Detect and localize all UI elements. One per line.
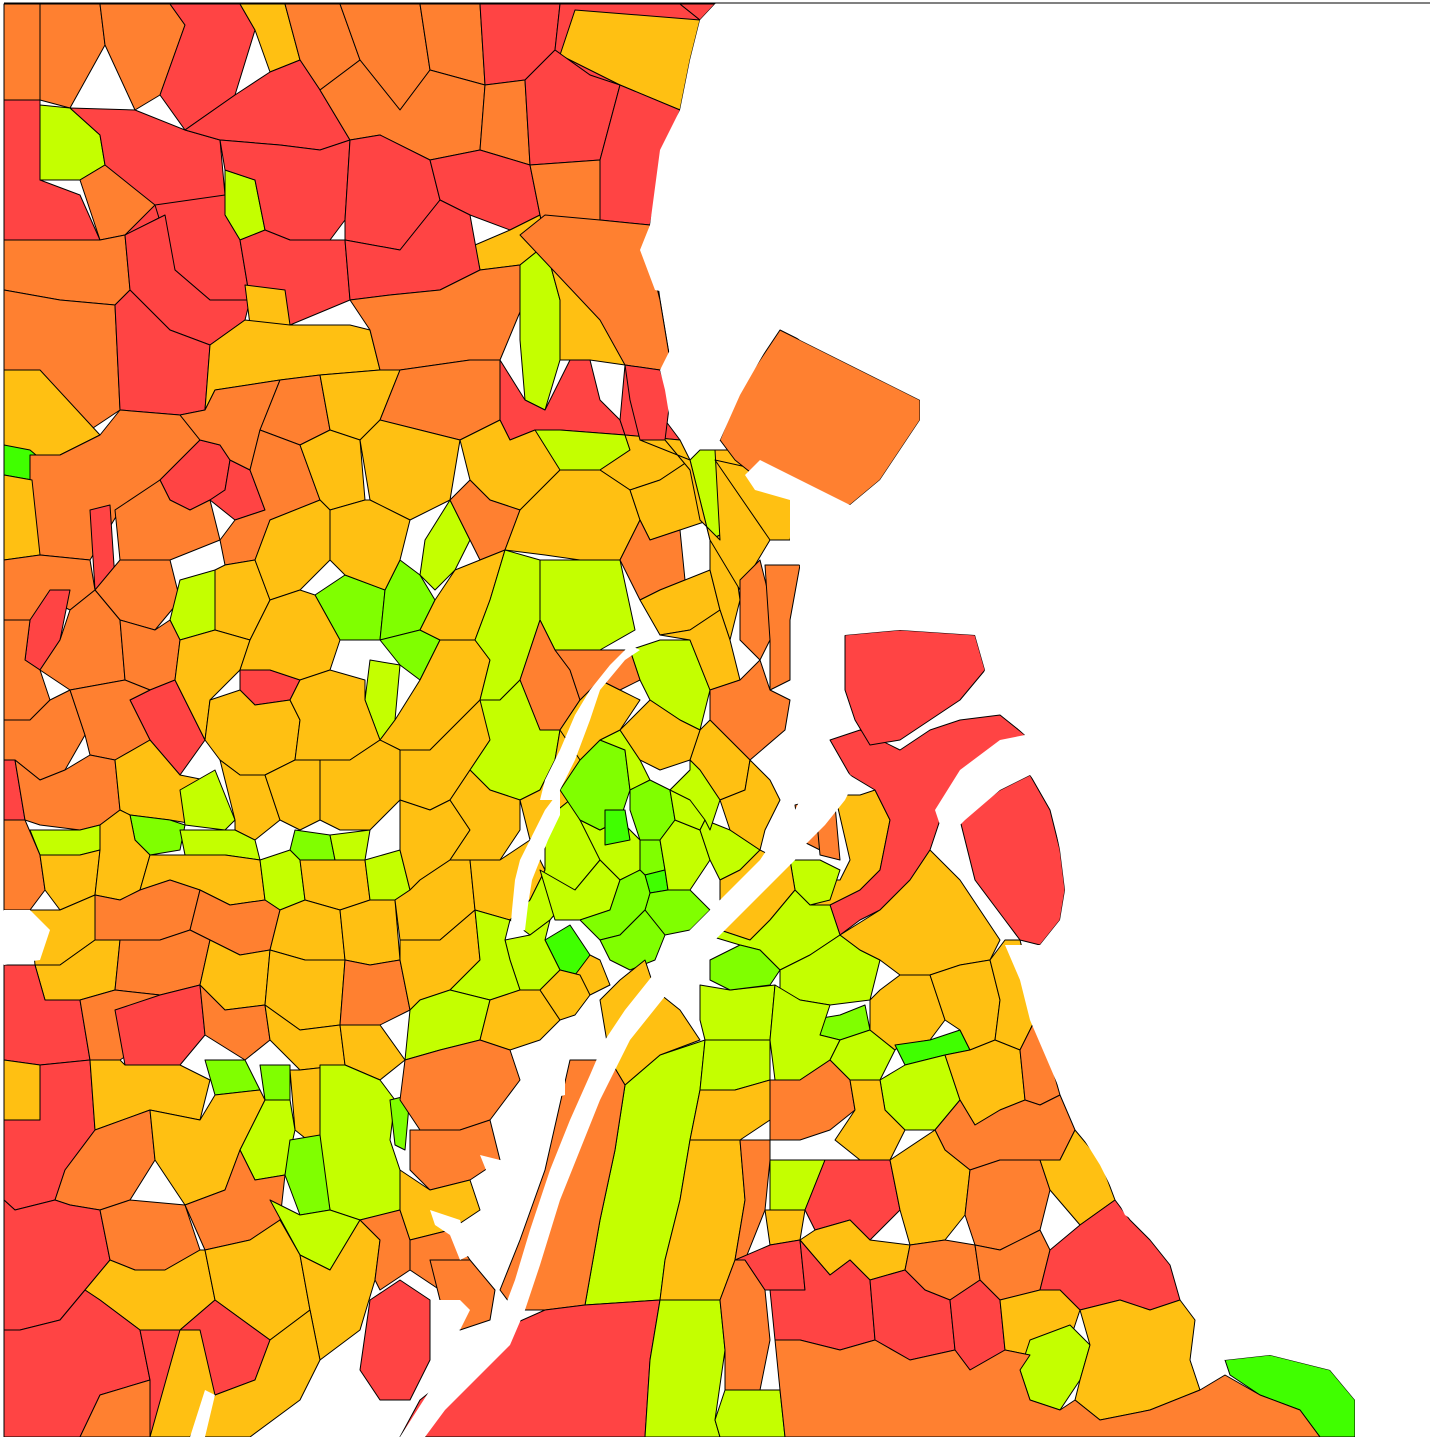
district: [79, 164, 156, 241]
district: [339, 1024, 406, 1081]
basin: [480, 1150, 545, 1195]
district: [409, 1119, 501, 1191]
inlet: [190, 1390, 215, 1437]
district: [359, 1279, 431, 1401]
district: [644, 1299, 726, 1437]
district: [604, 809, 631, 846]
district: [719, 759, 781, 851]
district: [764, 564, 801, 691]
district: [179, 769, 236, 831]
district: [204, 1059, 261, 1096]
canal: [510, 790, 560, 935]
district: [539, 969, 591, 1021]
district: [169, 569, 216, 641]
canal: [540, 645, 640, 800]
basin: [540, 1080, 565, 1100]
district: [289, 829, 336, 861]
district: [39, 3, 106, 109]
district: [599, 909, 666, 971]
district: [119, 619, 181, 691]
district: [244, 284, 291, 326]
district: [3, 1059, 41, 1121]
district: [329, 499, 411, 591]
district: [114, 929, 211, 996]
district: [449, 769, 521, 861]
district: [519, 214, 671, 371]
basin: [430, 1210, 470, 1260]
district: [349, 264, 526, 371]
harbour-channel: [400, 760, 855, 1437]
district: [329, 829, 371, 861]
district: [79, 1379, 151, 1437]
basin: [435, 1300, 470, 1330]
land-districts: [3, 3, 1356, 1437]
district: [399, 1039, 521, 1131]
district: [499, 359, 626, 441]
district: [709, 944, 781, 991]
district: [869, 974, 946, 1051]
district: [339, 899, 401, 966]
district: [339, 959, 411, 1026]
district: [659, 609, 741, 691]
district: [189, 1309, 321, 1437]
district: [769, 1059, 856, 1141]
district: [239, 589, 341, 681]
water-bodies: [4, 4, 1430, 1437]
sea: [640, 4, 1430, 1437]
district: [219, 759, 281, 841]
district: [319, 1064, 401, 1221]
district: [714, 1389, 786, 1437]
district: [269, 899, 346, 961]
district: [734, 1139, 771, 1261]
district: [3, 3, 41, 101]
district: [699, 984, 776, 1041]
district: [774, 1339, 1321, 1437]
district: [669, 759, 721, 831]
district: [539, 559, 636, 651]
district: [289, 669, 381, 761]
district: [204, 689, 301, 776]
district: [259, 1064, 291, 1101]
inlet: [4, 910, 50, 965]
district: [29, 824, 101, 856]
district: [619, 699, 701, 771]
